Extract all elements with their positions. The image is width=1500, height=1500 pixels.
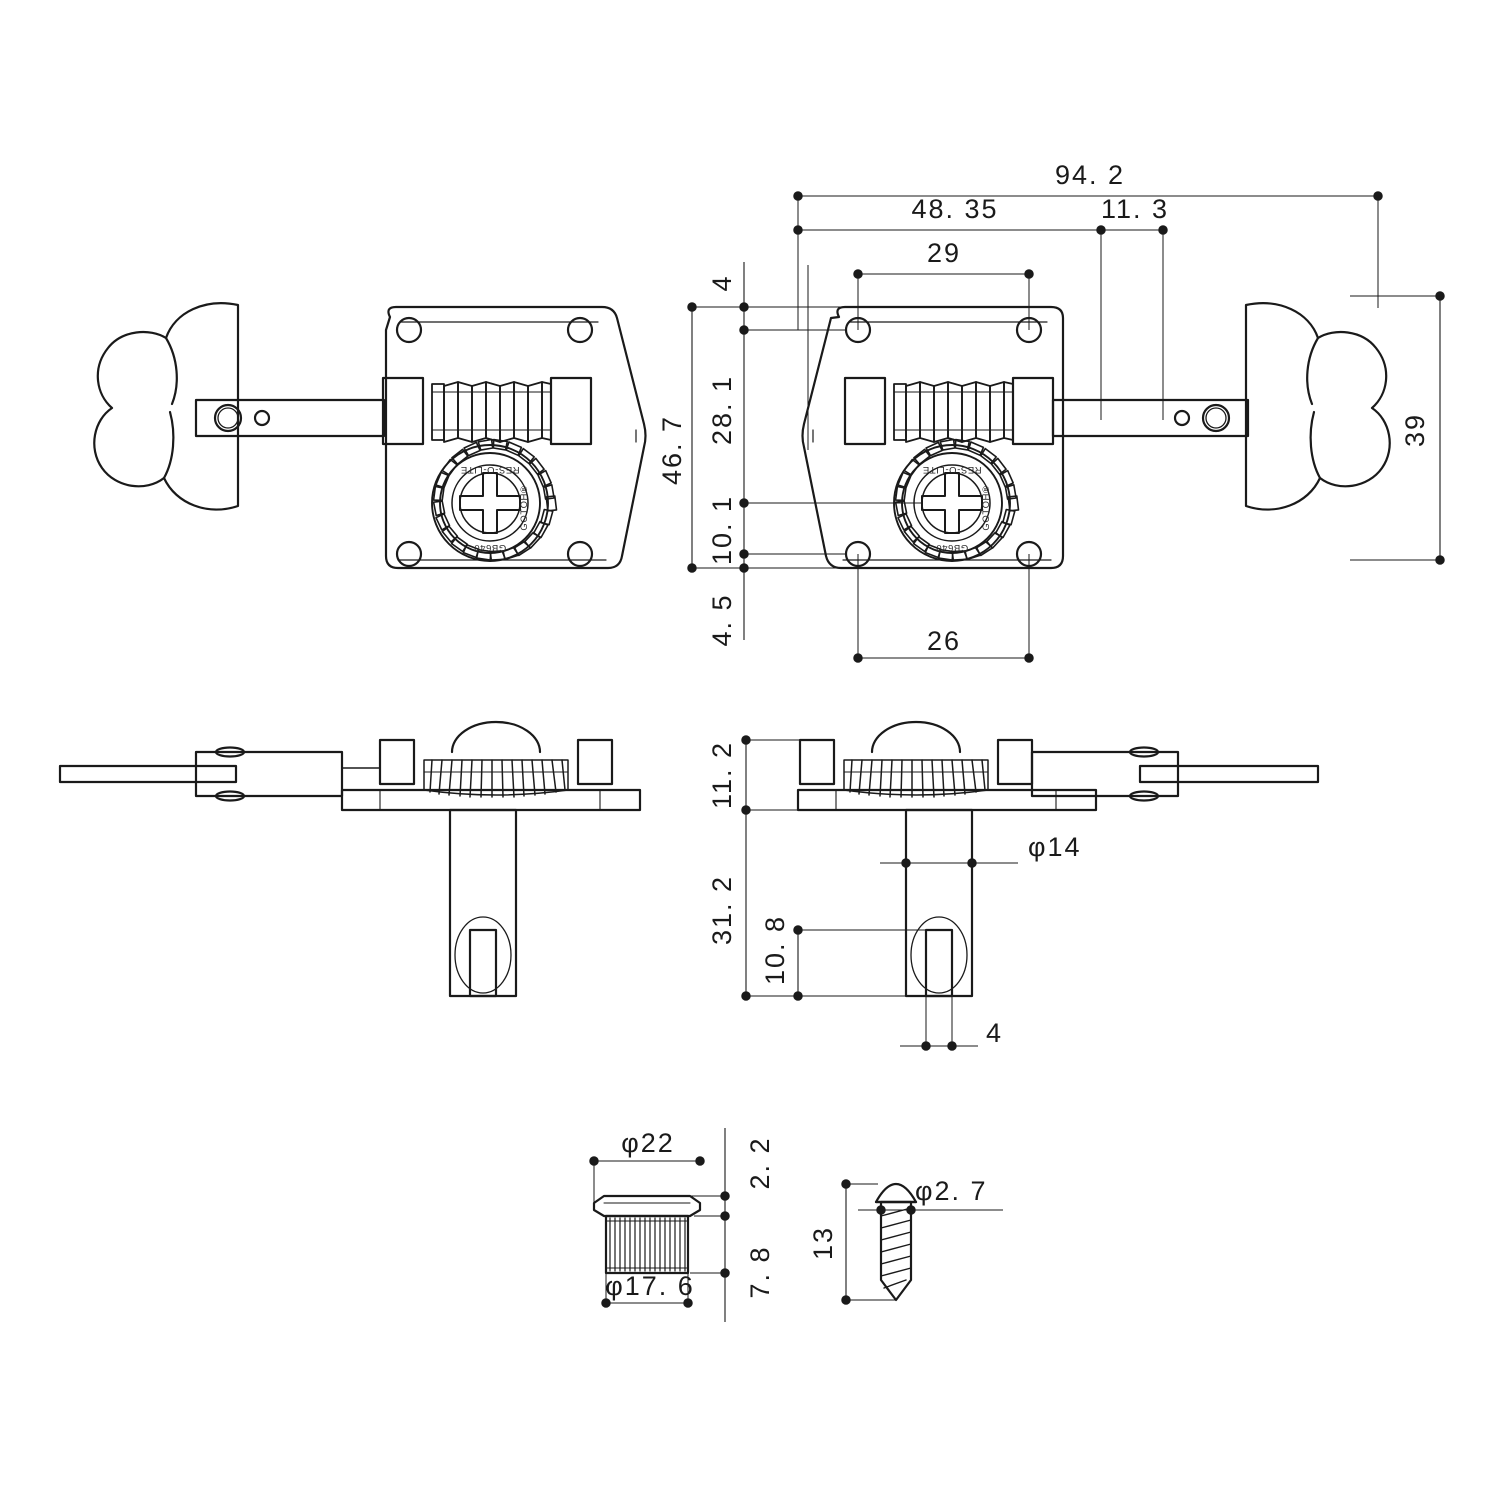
dimensions-front-view [687, 191, 1445, 663]
view-top-left: RES-O-LITE GOTOH® GB640 [93, 302, 647, 570]
view-screw [874, 1182, 918, 1302]
worm-bearing-left-b [549, 376, 593, 446]
bushing-flange [592, 1194, 702, 1218]
bushing-body [604, 1214, 690, 1275]
dimensions-side-view [741, 735, 1018, 1051]
button-edge-left [58, 764, 238, 784]
gear-text-gotoh-left: GOTOH® [519, 485, 530, 530]
dim-label-48-35: 48. 35 [911, 194, 998, 224]
dim-label-phi-2-7: φ2. 7 [915, 1176, 988, 1206]
dim-label-46-7: 46. 7 [657, 415, 687, 485]
worm-bearing-left-a [381, 376, 425, 446]
worm-housing-right-b [996, 738, 1034, 786]
string-post-left [448, 808, 518, 998]
dim-label-13: 13 [808, 1226, 838, 1260]
dim-label-31-2: 31. 2 [707, 875, 737, 945]
gear-text-res-o-lite-left: RES-O-LITE [460, 464, 519, 475]
gear-teeth-left [432, 438, 558, 561]
dim-label-29: 29 [927, 238, 961, 268]
string-slot-right [924, 928, 954, 998]
dim-label-slot-4: 4 [986, 1018, 1003, 1048]
gear-text-gb640-right: GB640 [936, 542, 969, 553]
bushing-knurl [609, 1217, 686, 1272]
gear-dome-left [450, 720, 542, 754]
dimensions-screw [841, 1179, 1003, 1305]
dim-label-39: 39 [1400, 413, 1430, 447]
tuner-baseplate-right [801, 305, 1065, 570]
baseplate-screw-holes-left [395, 316, 594, 568]
dim-label-2-2: 2. 2 [745, 1136, 775, 1189]
gear-markings-right: RES-O-LITE GOTOH® GB640 [922, 464, 992, 553]
dim-label-phi-22: φ22 [621, 1128, 675, 1158]
string-post-right [904, 808, 974, 998]
worm-housing-left-a [378, 738, 416, 786]
tuner-button-shaft-left [194, 398, 386, 438]
view-side-right [796, 720, 1320, 998]
worm-bearing-right-b [1011, 376, 1055, 446]
tuner-baseplate-left [384, 305, 647, 570]
view-side-left [58, 720, 642, 998]
dimension-text-layer: 94. 2 48. 35 11. 3 29 4 46. 7 28. 1 10. … [605, 160, 1430, 1301]
dim-label-phi-17-6: φ17. 6 [605, 1271, 695, 1301]
dimensions-bushing [589, 1128, 730, 1322]
dim-label-7-8: 7. 8 [745, 1245, 775, 1298]
dim-label-94-2: 94. 2 [1055, 160, 1125, 190]
worm-screw-right [893, 381, 1014, 443]
gear-markings-left: RES-O-LITE GOTOH® GB640 [460, 464, 530, 553]
gear-knurl-left [423, 759, 569, 798]
dim-label-4-5: 4. 5 [707, 593, 737, 646]
screw-shank [879, 1200, 913, 1302]
screw-head [874, 1182, 918, 1204]
worm-bearing-right-a [843, 376, 887, 446]
view-bushing [592, 1194, 702, 1275]
tuner-button-right [1244, 302, 1391, 511]
worm-housing-right-a [798, 738, 836, 786]
screw-threads [880, 1207, 912, 1289]
button-shaft-edge-left [194, 750, 344, 798]
gear-text-gotoh-right: GOTOH® [981, 485, 992, 530]
baseplate-edge-left [340, 788, 642, 812]
string-slot-left [468, 928, 498, 998]
tuner-button-left [93, 302, 240, 511]
gear-text-res-o-lite-right: RES-O-LITE [922, 464, 981, 475]
button-edge-right [1138, 764, 1320, 784]
dim-label-10-8: 10. 8 [760, 915, 790, 985]
gear-dome-right [870, 720, 962, 754]
worm-screw-left [431, 381, 552, 443]
dim-label-28-1: 28. 1 [707, 375, 737, 445]
gear-knurl-right [843, 759, 989, 798]
dim-label-10-1: 10. 1 [707, 495, 737, 565]
tuner-button-shaft-right [1051, 398, 1250, 438]
view-top-right: RES-O-LITE GOTOH® GB640 [801, 302, 1391, 570]
dim-label-11-3: 11. 3 [1101, 194, 1169, 224]
gear-teeth-right [894, 438, 1020, 561]
dim-label-11-2: 11. 2 [707, 741, 737, 809]
baseplate-edge-right [796, 788, 1098, 812]
dim-label-4-top: 4 [707, 274, 737, 291]
tuner-gear-left [431, 438, 558, 562]
dim-label-phi-14: φ14 [1028, 832, 1082, 862]
dim-label-26: 26 [927, 626, 961, 656]
gear-text-gb640-left: GB640 [474, 542, 507, 553]
worm-housing-left-b [576, 738, 614, 786]
